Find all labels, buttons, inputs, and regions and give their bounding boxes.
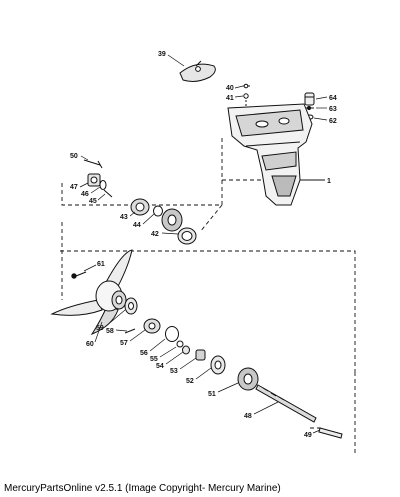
propeller-shaft-48 xyxy=(255,384,317,423)
label-1: 1 xyxy=(327,178,331,185)
anode-plate-39 xyxy=(179,60,216,82)
label-50: 50 xyxy=(70,153,78,160)
label-44: 44 xyxy=(133,222,141,229)
label-47: 47 xyxy=(70,184,78,191)
label-43: 43 xyxy=(120,214,128,221)
bearing-53 xyxy=(195,349,206,361)
gear-housing-1 xyxy=(227,103,325,206)
shaft-45 xyxy=(103,189,113,198)
bearing-47 xyxy=(87,173,101,187)
vent-plug-64 xyxy=(304,92,315,106)
carrier-54 xyxy=(182,345,190,355)
label-58: 58 xyxy=(106,328,114,335)
label-63: 63 xyxy=(329,106,337,113)
propeller-60 xyxy=(50,249,133,336)
pin-49 xyxy=(318,427,343,439)
label-57: 57 xyxy=(120,340,128,347)
retainer-55 xyxy=(176,340,184,348)
bearing-cup-42 xyxy=(177,227,197,245)
washer-41 xyxy=(243,93,249,106)
copyright-caption: MercuryPartsOnline v2.5.1 (Image Copyrig… xyxy=(4,483,281,494)
label-54: 54 xyxy=(156,363,164,370)
label-49: 49 xyxy=(304,432,312,439)
label-61: 61 xyxy=(97,261,105,268)
label-62: 62 xyxy=(329,118,337,125)
label-48: 48 xyxy=(244,413,252,420)
spacer-44 xyxy=(153,205,163,217)
label-56: 56 xyxy=(140,350,148,357)
label-55: 55 xyxy=(150,356,158,363)
label-60: 60 xyxy=(86,341,94,348)
forward-gear-42-teeth xyxy=(161,208,183,232)
screw-50 xyxy=(83,159,103,169)
bearing-52 xyxy=(210,355,226,375)
label-64: 64 xyxy=(329,95,337,102)
label-40: 40 xyxy=(226,85,234,92)
retaining-ring-46 xyxy=(99,180,107,190)
label-41: 41 xyxy=(226,95,234,102)
label-39: 39 xyxy=(158,51,166,58)
reverse-gear-51 xyxy=(237,367,259,391)
pinion-gear-43 xyxy=(130,198,150,216)
exploded-gearcase-diagram: 39 40 41 64 63 62 1 50 47 46 45 43 44 42… xyxy=(50,51,356,455)
label-46: 46 xyxy=(81,191,89,198)
thrust-hub-57 xyxy=(143,318,161,334)
o-ring-56 xyxy=(165,326,179,342)
screw-63 xyxy=(306,105,314,111)
washer-59 xyxy=(124,297,138,315)
label-42: 42 xyxy=(151,231,159,238)
label-59: 59 xyxy=(96,325,104,332)
label-45: 45 xyxy=(89,198,97,205)
label-53: 53 xyxy=(170,368,178,375)
label-52: 52 xyxy=(186,378,194,385)
part-number-labels: 39 40 41 64 63 62 1 50 47 46 45 43 44 42… xyxy=(70,51,337,439)
screw-40 xyxy=(243,83,250,89)
leader-lines xyxy=(79,54,328,434)
nut-61 xyxy=(71,271,87,279)
label-51: 51 xyxy=(208,391,216,398)
cotter-pin-58 xyxy=(124,328,136,334)
